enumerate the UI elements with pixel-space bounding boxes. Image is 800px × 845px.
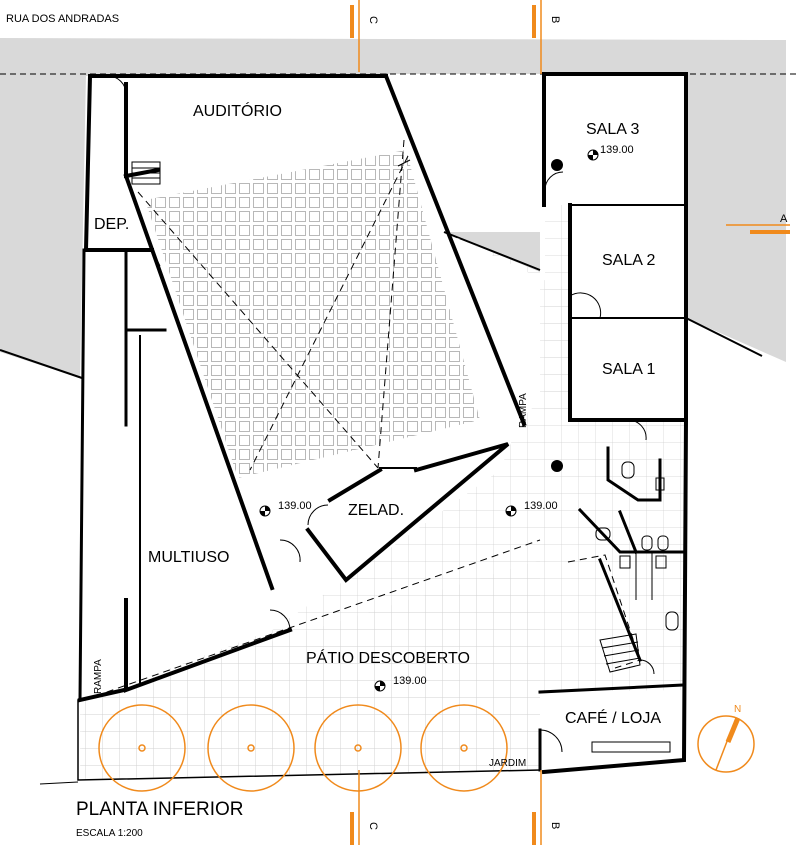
terrain-left — [0, 74, 86, 378]
room-auditorio: AUDITÓRIO — [193, 101, 282, 120]
ramp-label-left: RAMPA — [93, 659, 104, 694]
north-label: N — [734, 704, 741, 715]
level-markers — [259, 149, 599, 692]
tiled-corridor — [545, 205, 570, 420]
section-b-top-label: B — [549, 16, 561, 23]
terrain-top — [0, 38, 786, 362]
terrain-edge-left — [0, 349, 83, 379]
tree — [98, 704, 186, 792]
patio-dashed — [83, 539, 541, 701]
column — [551, 159, 563, 171]
ramp-label-right: RAMPA — [518, 393, 529, 428]
section-c-bottom-label: C — [367, 822, 379, 830]
room-sala1: SALA 1 — [602, 361, 655, 378]
street-label: RUA DOS ANDRADAS — [6, 13, 119, 25]
cafe-dashed — [567, 554, 641, 669]
trees — [98, 704, 508, 792]
section-a-label: A — [780, 213, 788, 225]
section-b-bottom-label: B — [549, 822, 561, 829]
room-sala2: SALA 2 — [602, 252, 655, 269]
tree — [420, 704, 508, 792]
room-dep: DEP. — [94, 216, 129, 233]
section-c-top-label: C — [367, 16, 379, 24]
ramp-arrow — [151, 249, 161, 267]
room-jardim: JARDIM — [489, 758, 526, 769]
doors — [107, 75, 655, 753]
room-cafe: CAFÉ / LOJA — [565, 708, 661, 727]
room-patio: PÁTIO DESCOBERTO — [306, 648, 470, 667]
room-zelad: ZELAD. — [348, 502, 404, 519]
level-hall: 139.00 — [524, 500, 558, 512]
plan-scale: ESCALA 1:200 — [76, 828, 143, 839]
baseline — [39, 781, 79, 785]
room-multiuso: MULTIUSO — [148, 549, 229, 566]
terrain-edge-mid — [443, 231, 541, 271]
tiled-floor-lower — [80, 560, 540, 778]
stair-cafe — [599, 633, 641, 673]
plan-title: PLANTA INFERIOR — [76, 799, 244, 820]
north-arrow — [697, 715, 755, 773]
column — [551, 460, 563, 472]
stair-auditorium — [131, 161, 161, 185]
walls — [77, 72, 688, 781]
tree — [207, 704, 295, 792]
terrain-edge-right — [685, 317, 763, 357]
tree — [314, 704, 402, 792]
level-sala3: 139.00 — [600, 144, 634, 156]
aisle-line — [249, 155, 409, 471]
aisle-line — [137, 191, 379, 469]
auditorium-seating — [145, 150, 480, 478]
section-markers — [350, 0, 790, 845]
aisle-line — [377, 139, 405, 469]
wc-fixtures — [591, 461, 679, 753]
room-sala3: SALA 3 — [586, 121, 639, 138]
level-patio: 139.00 — [393, 675, 427, 687]
ramp-arrow — [397, 159, 411, 167]
level-auditorio: 139.00 — [278, 500, 312, 512]
